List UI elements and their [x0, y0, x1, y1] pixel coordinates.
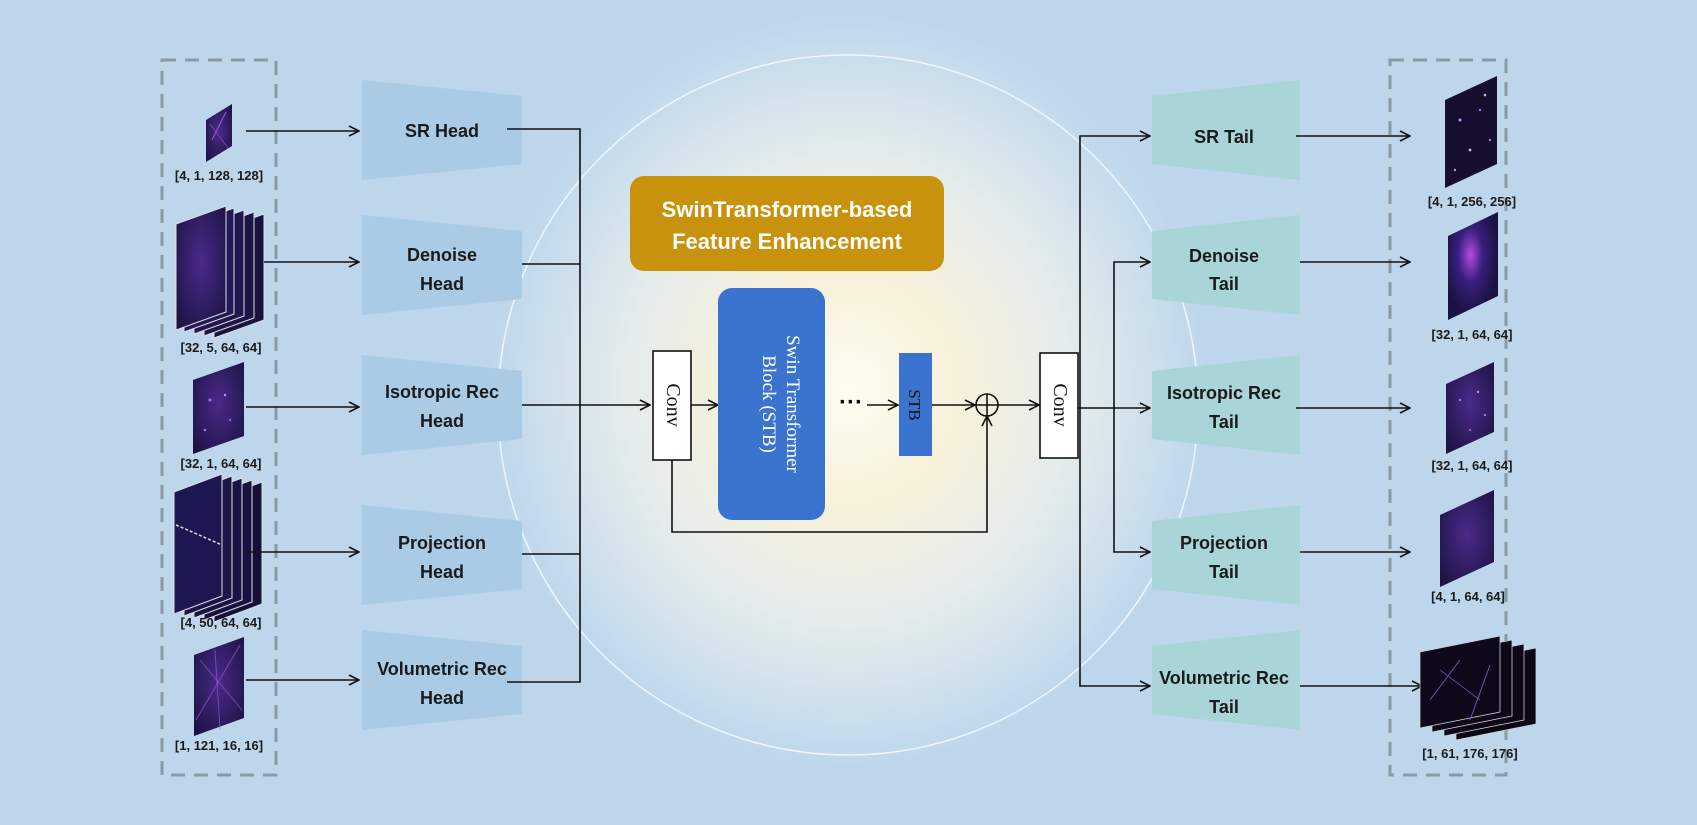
input-dims-3: [32, 1, 64, 64]: [181, 456, 262, 471]
tail-volumetric-label-2: Tail: [1209, 697, 1239, 717]
input-thumbnail-5: [194, 637, 244, 736]
head-connectors: [507, 128, 650, 683]
input-thumbnail-1: [206, 104, 232, 162]
tail-projection-label-2: Tail: [1209, 562, 1239, 582]
head-volumetric-label-1: Volumetric Rec: [377, 659, 507, 679]
input-dims-1: [4, 1, 128, 128]: [175, 168, 263, 183]
head-projection: Projection Head: [362, 505, 522, 605]
tail-denoise-label-1: Denoise: [1189, 246, 1259, 266]
tail-volumetric-label-1: Volumetric Rec: [1159, 668, 1289, 688]
output-dims-1: [4, 1, 256, 256]: [1428, 194, 1516, 209]
stb-block-label-1: Swin Transformer: [782, 335, 803, 473]
title-line-1: SwinTransformer-based: [662, 197, 913, 222]
head-projection-label-1: Projection: [398, 533, 486, 553]
head-projection-label-2: Head: [420, 562, 464, 582]
title-box: SwinTransformer-based Feature Enhancemen…: [630, 176, 944, 271]
input-dims-2: [32, 5, 64, 64]: [181, 340, 262, 355]
tail-isotropic-rec: Isotropic Rec Tail: [1152, 355, 1300, 455]
head-volumetric-label-2: Head: [420, 688, 464, 708]
output-thumbnail-5: [1419, 635, 1537, 741]
tail-isotropic-label-2: Tail: [1209, 412, 1239, 432]
input-dims-5: [1, 121, 16, 16]: [175, 738, 263, 753]
head-isotropic-label-2: Head: [420, 411, 464, 431]
input-thumbnail-4: [173, 473, 263, 623]
head-volumetric-rec: Volumetric Rec Head: [362, 630, 522, 730]
input-frame: [160, 58, 278, 777]
output-thumbnail-4: [1440, 490, 1494, 587]
conv-right-block: Conv: [1039, 352, 1079, 459]
tail-isotropic-label-1: Isotropic Rec: [1167, 383, 1281, 403]
residual-skip-connection: [671, 416, 987, 533]
input-arrows: [246, 131, 359, 680]
tail-volumetric-rec: Volumetric Rec Tail: [1152, 630, 1300, 730]
head-isotropic-rec: Isotropic Rec Head: [362, 355, 522, 455]
output-arrows: [1296, 136, 1422, 686]
output-thumbnail-2: [1448, 212, 1498, 320]
output-dims-3: [32, 1, 64, 64]: [1432, 458, 1513, 473]
output-dims-4: [4, 1, 64, 64]: [1431, 589, 1505, 604]
output-thumbnail-1: [1445, 76, 1497, 188]
ellipsis: ···: [839, 389, 863, 416]
stb-small-block: STB: [899, 353, 932, 456]
tail-sr-label: SR Tail: [1194, 127, 1254, 147]
output-thumbnail-3: [1446, 362, 1494, 454]
swin-transformer-block: Swin Transformer Block (STB): [718, 288, 825, 520]
stb-small-label: STB: [905, 389, 924, 420]
output-dims-5: [1, 61, 176, 176]: [1422, 746, 1517, 761]
tail-denoise-label-2: Tail: [1209, 274, 1239, 294]
output-frame: [1388, 58, 1508, 777]
conv-right-label: Conv: [1049, 383, 1071, 426]
tail-sr: SR Tail: [1152, 80, 1300, 180]
input-thumbnail-2: [175, 205, 265, 339]
output-dims-2: [32, 1, 64, 64]: [1432, 327, 1513, 342]
tail-projection-label-1: Projection: [1180, 533, 1268, 553]
stb-block-label-2: Block (STB): [758, 355, 779, 453]
input-thumbnail-3: [193, 362, 244, 454]
head-sr: SR Head: [362, 80, 522, 180]
head-denoise-label-1: Denoise: [407, 245, 477, 265]
conv-left-block: Conv: [652, 350, 692, 461]
tail-denoise: Denoise Tail: [1152, 215, 1300, 315]
sum-node: [975, 393, 999, 417]
input-dims-4: [4, 50, 64, 64]: [181, 615, 262, 630]
head-sr-label: SR Head: [405, 121, 479, 141]
head-isotropic-label-1: Isotropic Rec: [385, 382, 499, 402]
head-denoise: Denoise Head: [362, 215, 522, 315]
tail-connectors: [1078, 136, 1150, 686]
tail-projection: Projection Tail: [1152, 505, 1300, 605]
title-line-2: Feature Enhancement: [672, 229, 903, 254]
conv-left-label: Conv: [662, 383, 684, 426]
head-denoise-label-2: Head: [420, 274, 464, 294]
